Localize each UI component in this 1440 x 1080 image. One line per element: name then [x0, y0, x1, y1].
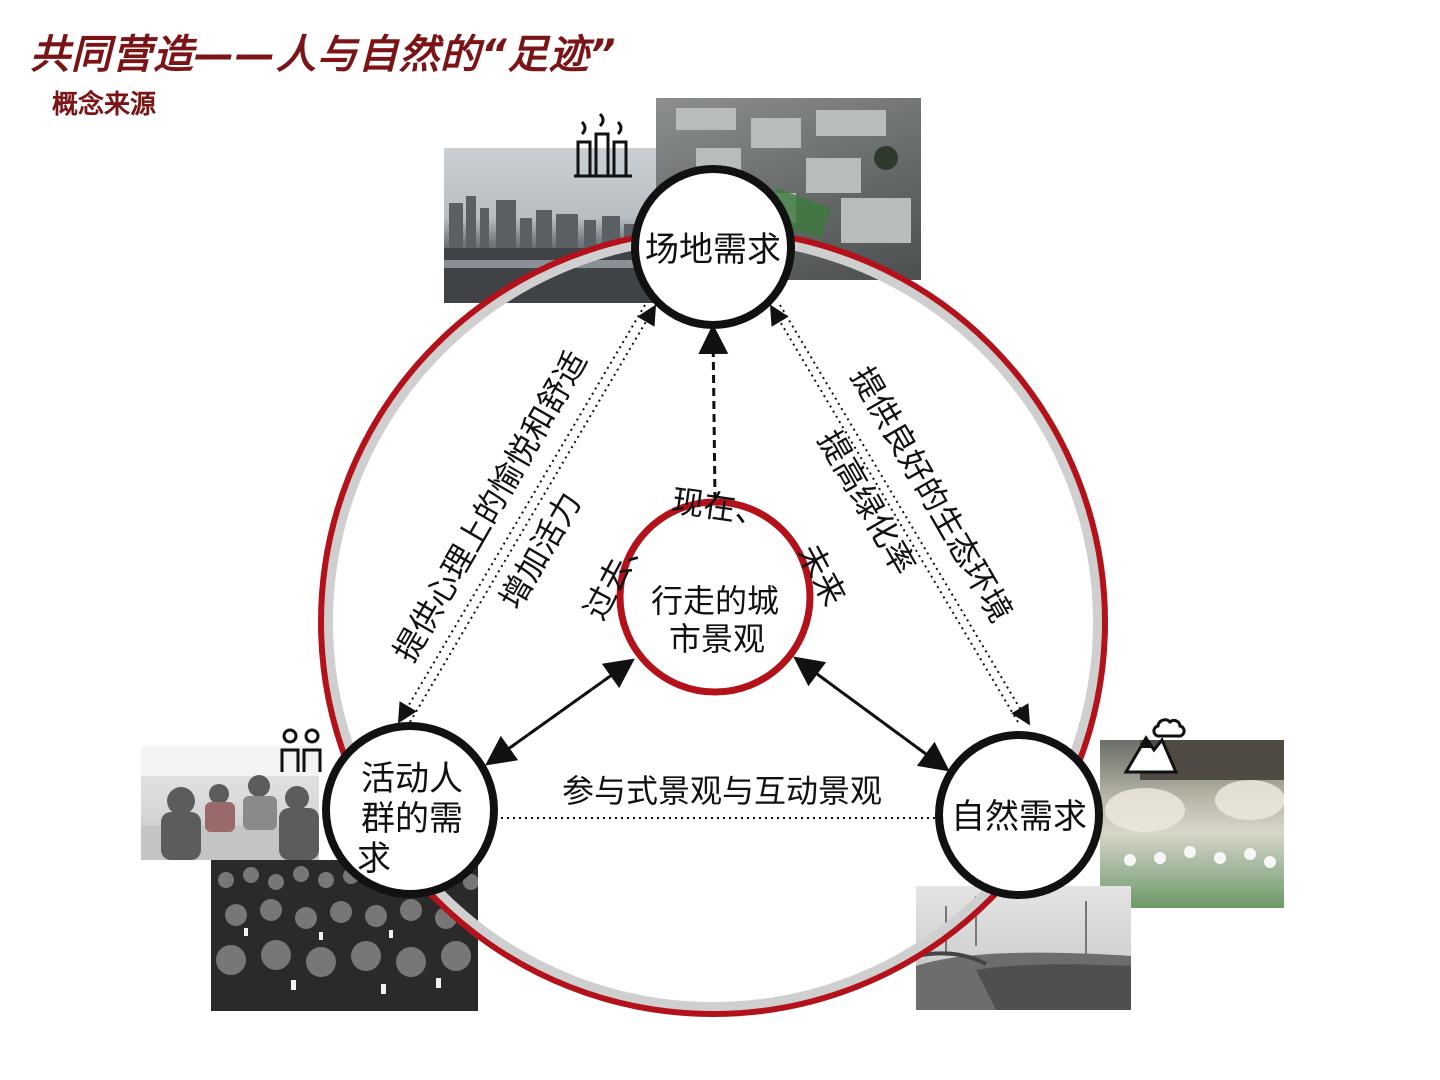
- page-subtitle: 概念来源: [52, 90, 157, 120]
- dashed-arrow-from-people: [489, 658, 635, 764]
- page-title: 共同营造——人与自然的“足迹”: [30, 32, 617, 78]
- center-label-1: 行走的城: [651, 582, 779, 620]
- people-icon: [280, 728, 322, 772]
- nature-photo-park: [1100, 740, 1284, 908]
- edge-label-bottom: 参与式景观与互动景观: [562, 772, 882, 810]
- node-people-label-3: 求: [357, 839, 391, 879]
- dotted-edge-left-a: [397, 304, 646, 724]
- dotted-edge-right-b: [769, 304, 1019, 723]
- node-people-label-1: 活动人: [361, 759, 463, 799]
- dotted-edge-right-a: [779, 304, 1031, 726]
- people-photo-crowd: [211, 860, 478, 1011]
- nature-photo-winter: [916, 886, 1131, 1010]
- factory-icon: [574, 112, 632, 178]
- dotted-edge-left-b: [409, 304, 657, 723]
- dashed-arrow-to-site: [698, 324, 729, 501]
- node-nature-circle: [935, 731, 1103, 899]
- mountain-icon: [1123, 718, 1186, 774]
- node-nature-label: 自然需求: [951, 797, 1087, 837]
- node-people-circle: [322, 722, 498, 898]
- node-site-circle: [631, 165, 795, 329]
- people-photo-family: [141, 746, 319, 860]
- dashed-arrow-from-nature: [793, 656, 946, 770]
- center-label-2: 市景观: [669, 620, 765, 658]
- center-circle: [616, 498, 814, 696]
- node-site-label: 场地需求: [645, 230, 781, 270]
- node-people-label-2: 群的需: [361, 799, 463, 839]
